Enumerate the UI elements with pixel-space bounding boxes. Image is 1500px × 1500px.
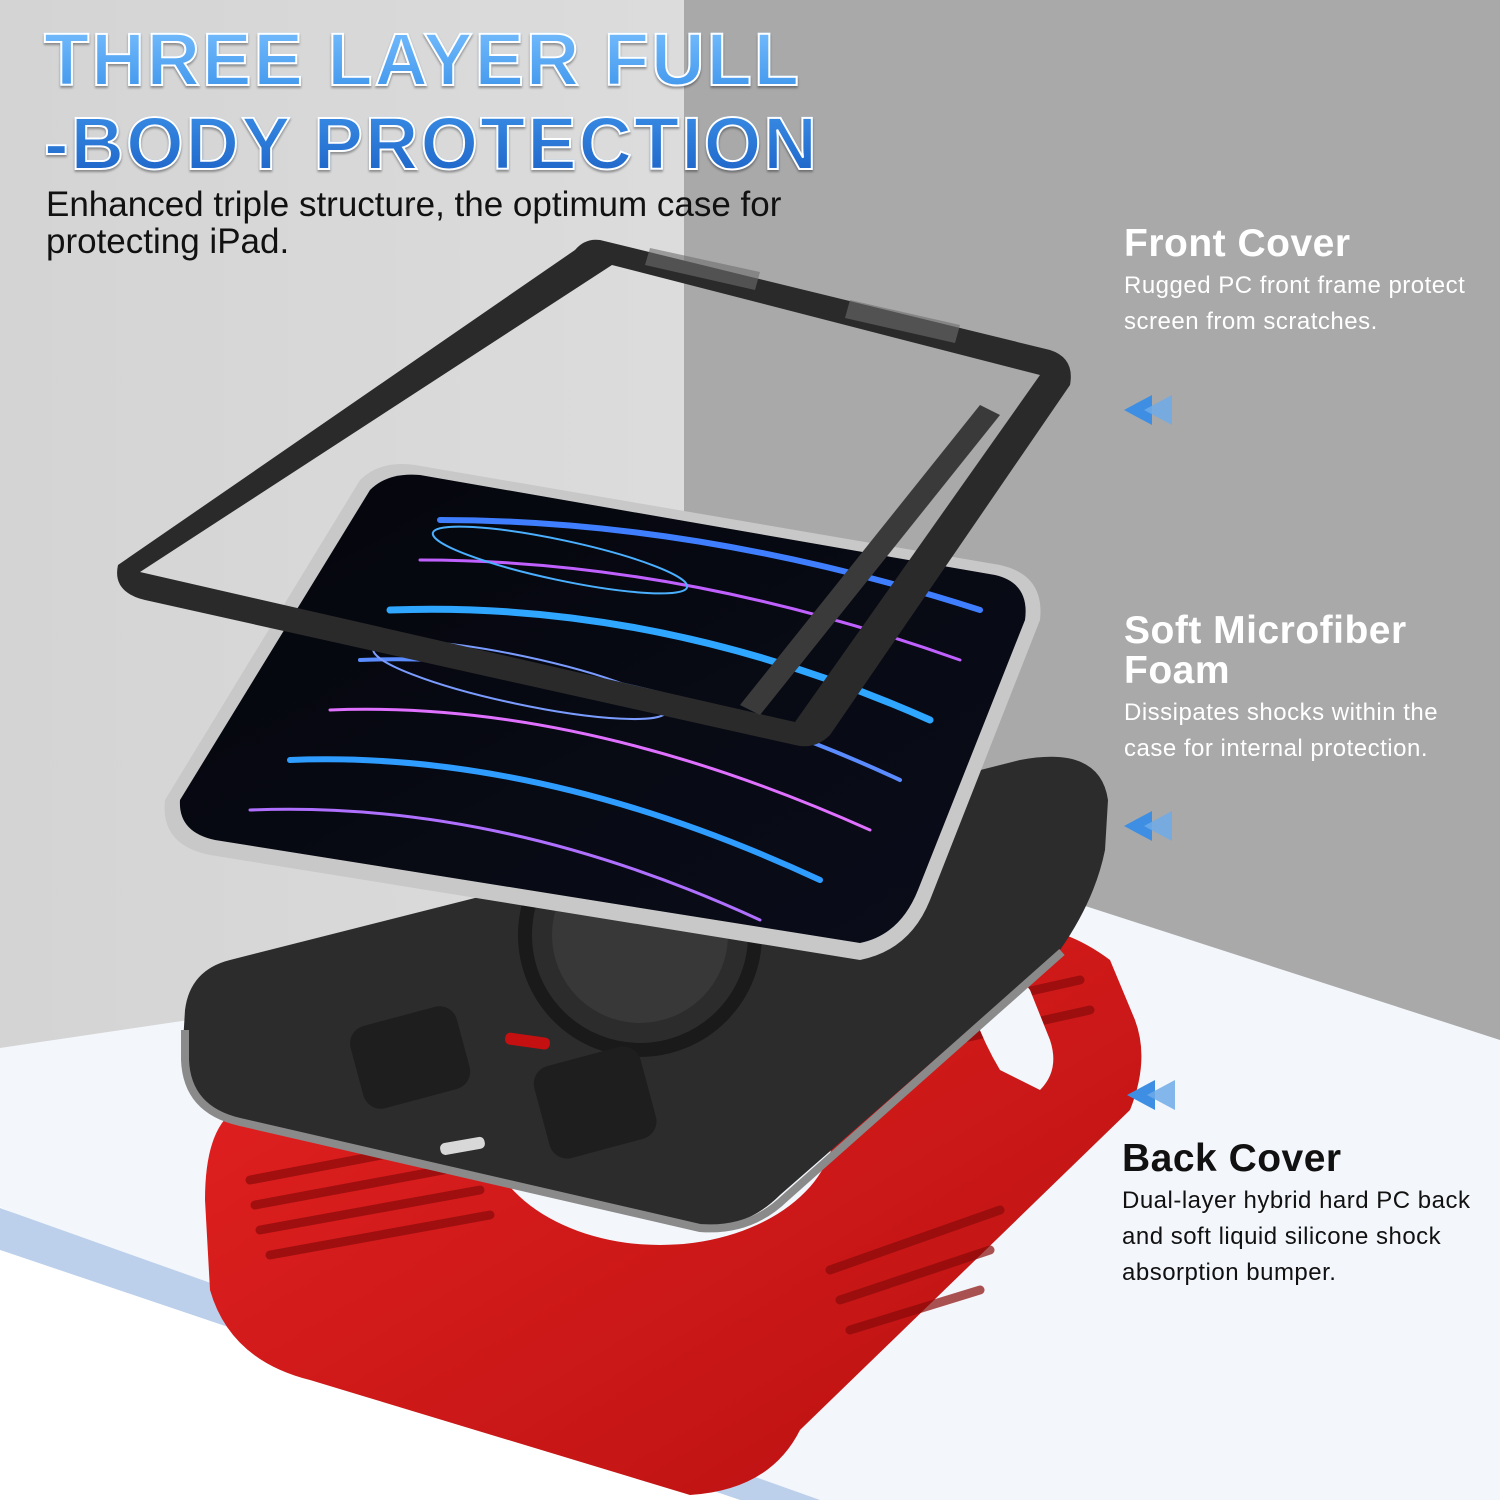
feature-description: Dissipates shocks within the case for in…: [1124, 699, 1439, 762]
feature-title: Soft Microfiber Foam: [1124, 609, 1407, 692]
headline-line-2: -BODY PROTECTION: [43, 101, 819, 186]
double-left-arrow-icon: [1127, 1080, 1175, 1110]
feature-description: Dual-layer hybrid hard PC back and soft …: [1122, 1187, 1471, 1286]
feature-front-cover: Front Cover Rugged PC front frame protec…: [1124, 224, 1484, 340]
feature-back-cover: Back Cover Dual-layer hybrid hard PC bac…: [1122, 1139, 1492, 1291]
headline-line-1: THREE LAYER FULL: [43, 17, 801, 102]
feature-title: Front Cover: [1124, 222, 1351, 265]
headline: THREE LAYER FULL -BODY PROTECTION: [43, 17, 819, 186]
ipad-illustration: [164, 464, 1041, 960]
front-frame-illustration: [117, 239, 1071, 747]
double-left-arrow-icon: [1124, 395, 1172, 425]
subheadline: Enhanced triple structure, the optimum c…: [46, 185, 782, 261]
feature-title: Back Cover: [1122, 1137, 1342, 1180]
feature-soft-microfiber-foam: Soft Microfiber Foam Dissipates shocks w…: [1124, 611, 1484, 767]
feature-description: Rugged PC front frame protect screen fro…: [1124, 272, 1466, 335]
double-left-arrow-icon: [1124, 811, 1172, 841]
